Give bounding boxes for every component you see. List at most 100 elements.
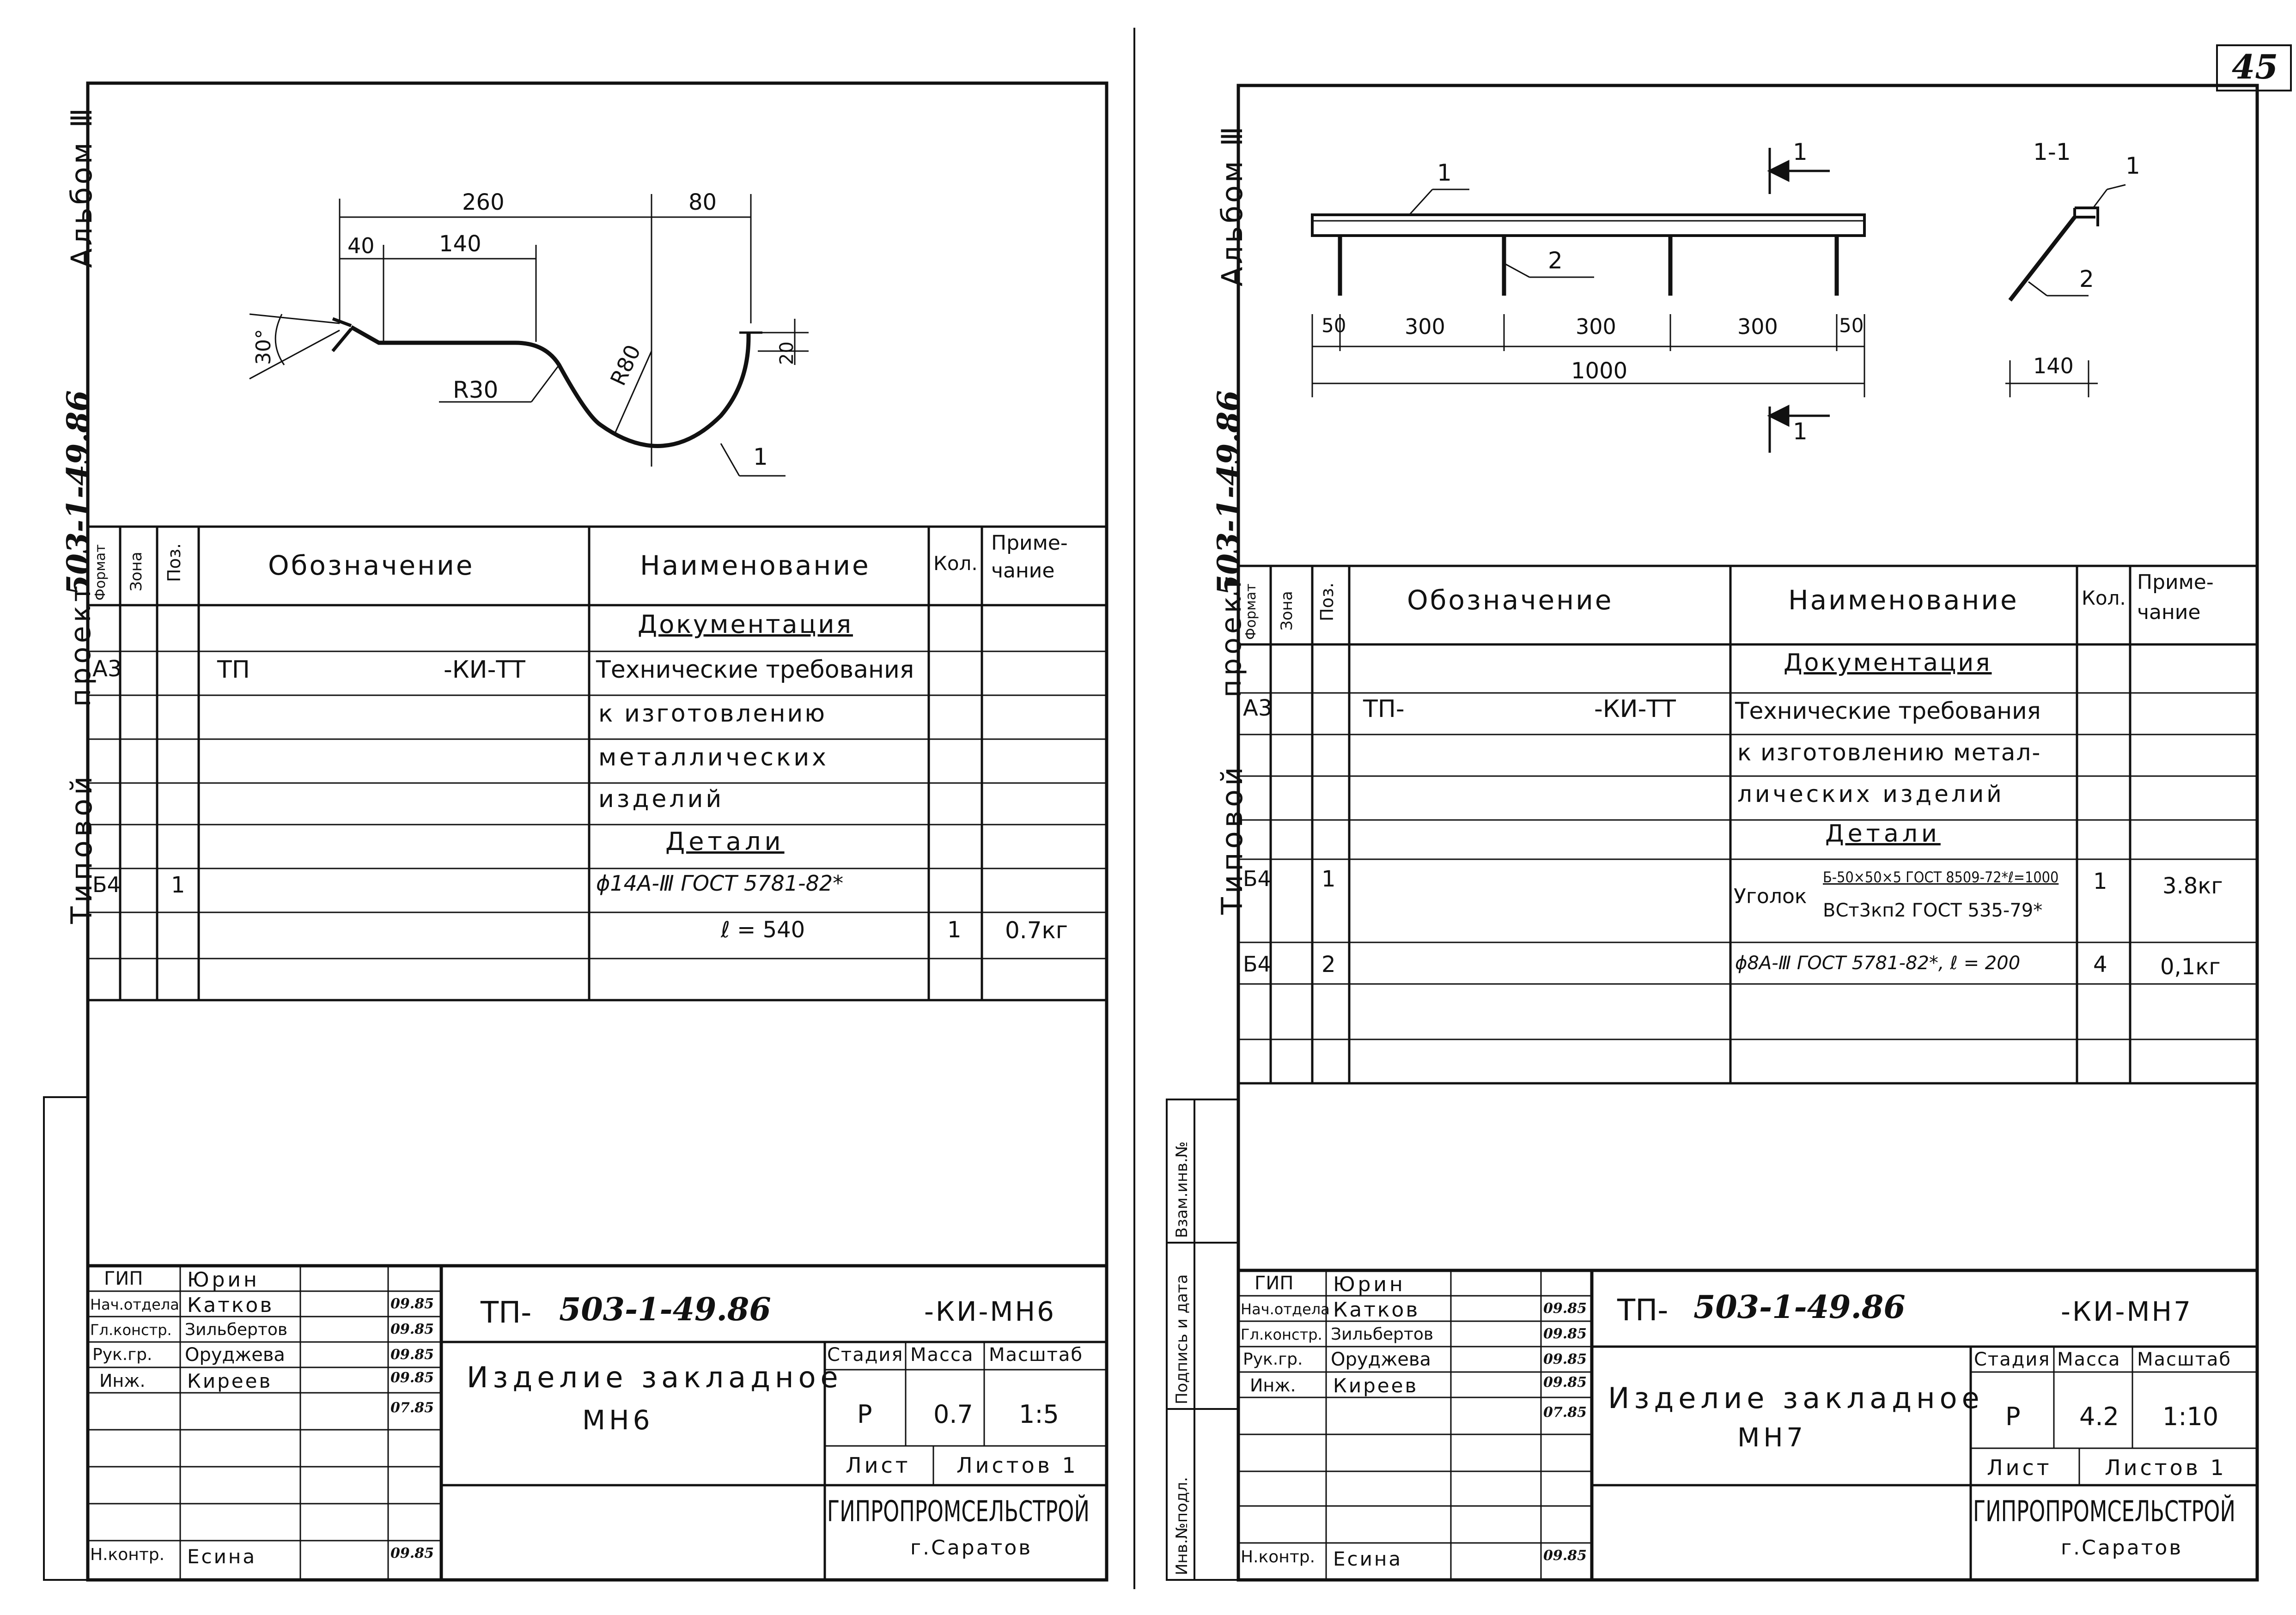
row-doc-name-2: к изготовлению [598,700,827,728]
tb-date-4: 07.85 [390,1400,434,1416]
row1-name-prefix: Уголок [1734,885,1807,908]
tb-name-3: Оруджева [185,1344,285,1366]
col-zone-header: Зона [127,552,146,591]
tb-role-0: ГИП [1255,1273,1294,1294]
side-album-label: Альбом Ⅲ [65,105,98,268]
tb-scale-header: Масштаб [2137,1349,2232,1370]
section-cut-bottom: 1 [1793,418,1808,445]
row2-format: Б4 [1243,952,1271,977]
dim-80: 80 [688,189,717,215]
row1-qty: 1 [2093,868,2107,894]
dim-40: 40 [347,233,375,258]
side-typical-label: Типовой [65,772,98,924]
dim-260: 260 [462,189,505,215]
stamp-replace-inv: Взам.инв.№ [1173,1141,1191,1238]
tb-role-4: Инж. [99,1371,146,1391]
side-typical-label: Типовой [1215,763,1249,915]
col-qty-header: Кол. [933,552,978,575]
tb-organization: ГИПРОПРОМСЕЛЬСТРОЙ [827,1494,1090,1528]
tb-date-3: 09.85 [390,1370,434,1386]
tb-scale-header: Масштаб [989,1344,1084,1366]
tb-nkontr-label: Н.контр. [90,1545,165,1564]
dim-300-b: 300 [1576,314,1616,339]
row-det-name-1: ϕ14А-Ⅲ ГОСТ 5781-82* [596,871,844,896]
tb-code-prefix: ТП- [481,1296,532,1330]
label-r30: R30 [453,376,499,403]
tb-nkontr-name: Есина [1333,1548,1403,1570]
tb-code-suffix: -КИ-МН7 [2061,1296,2192,1327]
tb-mass-value: 0.7 [933,1400,973,1429]
tb-title-1: Изделие закладное [1608,1381,1984,1415]
tb-nkontr-date: 09.85 [1543,1548,1587,1564]
section-details: Детали [1825,820,1941,848]
tb-role-3: Рук.гр. [92,1345,152,1364]
col-pos-header: Поз. [164,543,184,582]
row-det-format: Б4 [92,872,121,897]
tb-stage-header: Стадия [827,1344,904,1366]
col-note-header-1: Приме- [991,531,1068,555]
tb-sheets-label: Листов 1 [956,1453,1078,1478]
row2-note: 0,1кг [2160,954,2221,980]
tb-stage-value: Р [857,1400,872,1429]
tb-mass-value: 4.2 [2079,1402,2119,1431]
row-doc-name-2: к изготовлению метал- [1737,739,2041,766]
tb-name-2: Зильбертов [185,1320,288,1339]
row-doc-name-1: Технические требования [596,656,914,684]
row-doc-name-4: изделий [598,785,725,813]
tb-sheet-label: Лист [846,1453,911,1478]
tb-scale-value: 1:5 [1019,1400,1059,1429]
row1-name-bottom: ВСт3кп2 ГОСТ 535-79* [1823,900,2043,921]
col-qty-header: Кол. [2082,587,2126,609]
row1-name-top: Б-50×50×5 ГОСТ 8509-72*ℓ=1000 [1823,868,2059,886]
row-det-name-2: ℓ = 540 [721,917,805,943]
tb-name-0: Юрин [187,1268,260,1292]
dim-140: 140 [2033,353,2074,378]
tb-nkontr-name: Есина [187,1545,257,1568]
row2-pos: 2 [1322,952,1336,978]
tb-date-1: 09.85 [390,1321,434,1337]
row1-note: 3.8кг [2162,873,2223,899]
row-doc-code: ТП [217,656,250,684]
col-designation-header: Обозначение [1407,584,1614,616]
tb-date-3: 09.85 [1543,1374,1587,1390]
section-documentation: Документация [638,610,853,639]
tb-name-3: Оруджева [1331,1349,1431,1370]
row-det-qty: 1 [947,917,962,943]
col-zone-header: Зона [1278,591,1296,631]
tb-date-2: 09.85 [390,1347,434,1363]
col-pos-header: Поз. [1317,582,1337,621]
side-project-number: 503-1-49.86 [1211,390,1247,596]
side-album-label: Альбом Ⅲ [1215,124,1249,286]
tb-title-2: МН7 [1737,1423,1807,1453]
dim-50-left: 50 [1322,314,1346,337]
tb-code-number: 503-1-49.86 [1693,1289,1906,1326]
tb-name-1: Катков [1333,1298,1420,1322]
tb-nkontr-date: 09.85 [390,1545,434,1561]
tb-scale-value: 1:10 [2162,1402,2219,1431]
tb-nkontr-label: Н.контр. [1241,1548,1315,1566]
tb-code-number: 503-1-49.86 [559,1291,771,1328]
row-det-note: 0.7кг [1005,917,1068,944]
dim-20: 20 [776,341,798,365]
section-label: 1-1 [2033,139,2071,165]
section-details: Детали [665,827,785,856]
row-doc-code-suffix: -КИ-ТТ [444,656,525,684]
col-format-header: Формат [1243,583,1259,640]
tb-role-4: Инж. [1250,1375,1296,1396]
row-doc-code-suffix: -КИ-ТТ [1594,695,1676,723]
row2-name: ϕ8А-Ⅲ ГОСТ 5781-82*, ℓ = 200 [1735,953,2021,974]
tb-role-1: Нач.отдела [1241,1300,1330,1318]
tb-mass-header: Масса [910,1344,974,1366]
row-det-pos: 1 [171,872,185,898]
tb-sheets-label: Листов 1 [2105,1455,2227,1480]
dim-300-c: 300 [1737,314,1778,339]
tb-role-0: ГИП [104,1268,143,1289]
row-doc-name-3: лических изделий [1737,781,2004,808]
tb-name-1: Катков [187,1293,274,1317]
tb-mass-header: Масса [2057,1349,2121,1370]
section-pos1: 1 [2125,152,2140,179]
tb-date-0: 09.85 [390,1296,434,1312]
tb-date-4: 07.85 [1543,1404,1587,1421]
row-doc-name-3: металлических [598,744,829,771]
